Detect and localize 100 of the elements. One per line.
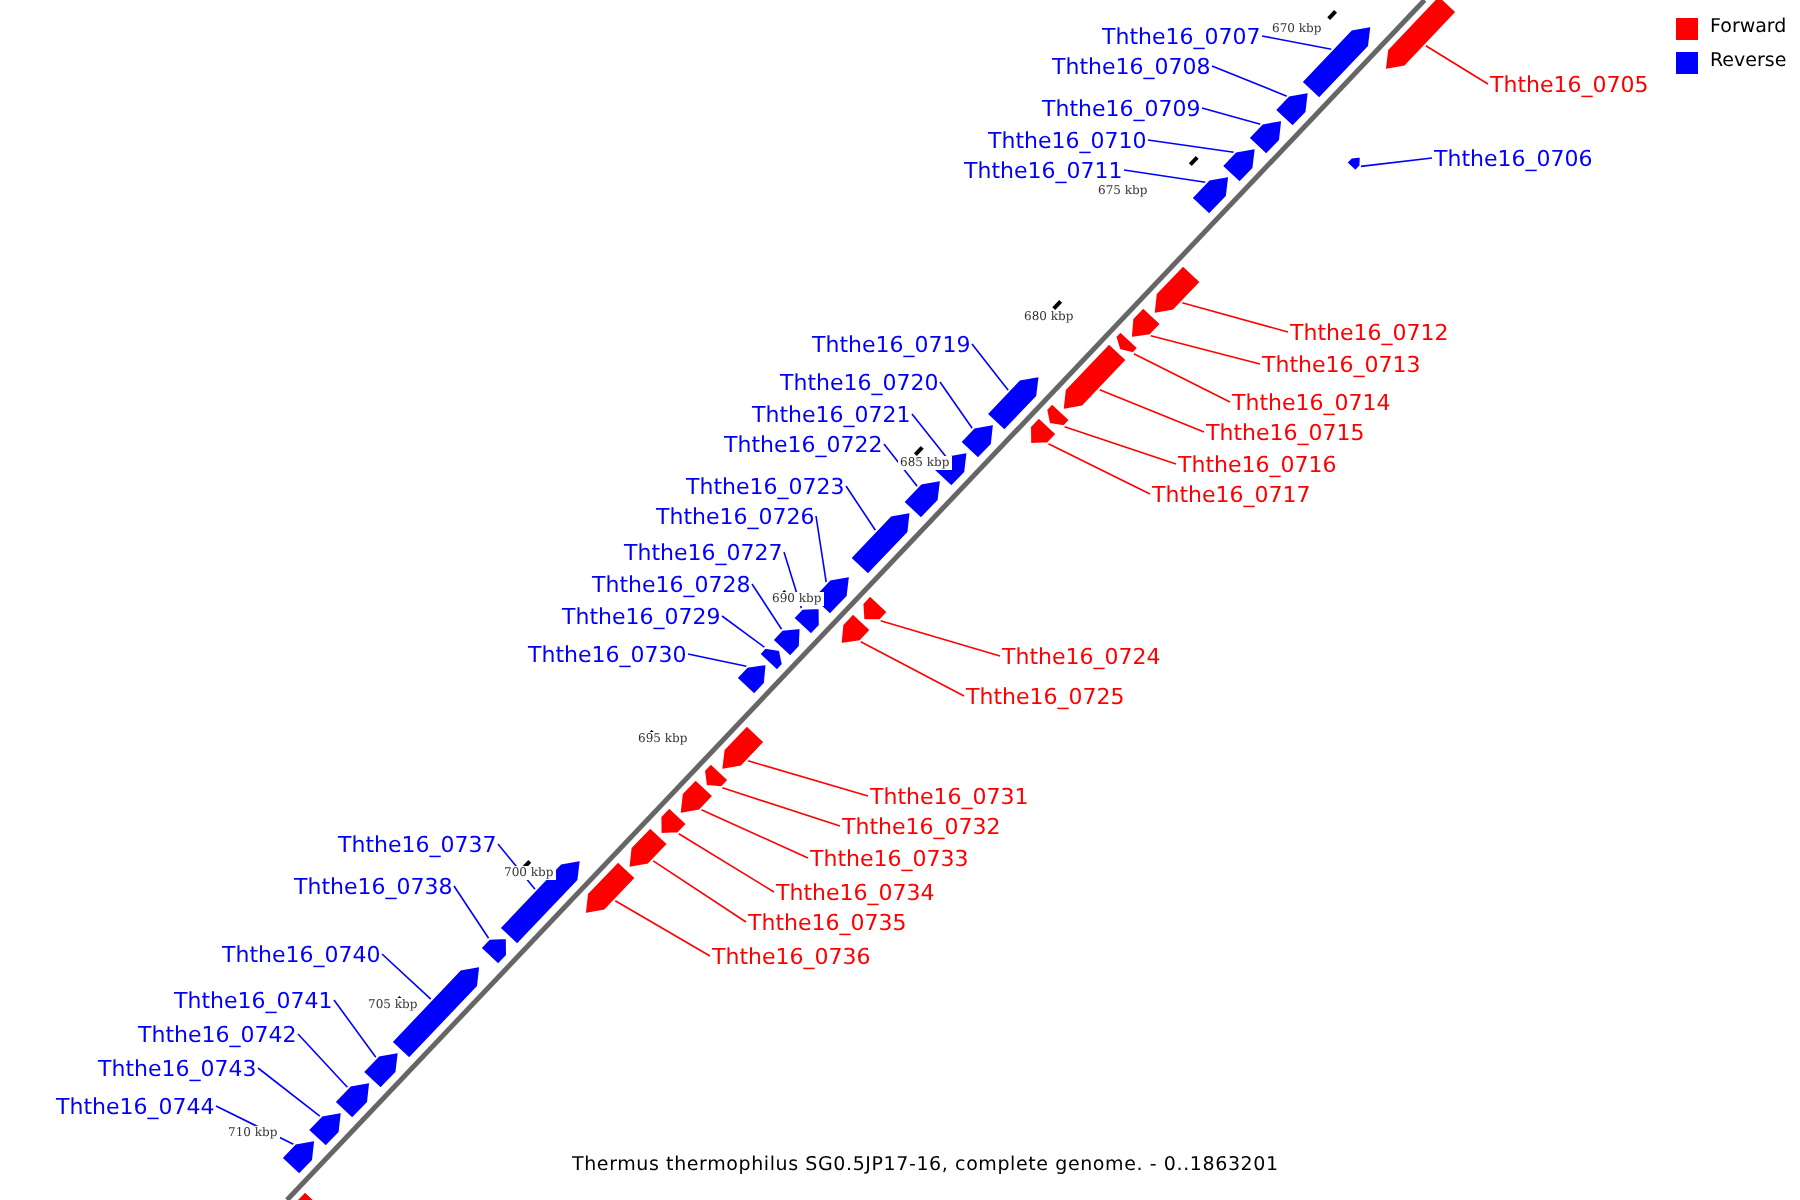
leader-line <box>971 343 1009 391</box>
gene-block <box>959 423 995 460</box>
leader-line <box>687 653 748 667</box>
gene-block <box>1345 155 1362 172</box>
leader-line <box>879 620 1001 657</box>
gene-block <box>771 627 802 658</box>
leader-line <box>453 885 490 939</box>
leader-line <box>1123 169 1207 183</box>
gene-label: Ththe16_0734 <box>776 879 935 905</box>
gene-label: Ththe16_0741 <box>174 987 333 1013</box>
gene-block <box>659 806 688 835</box>
leader-line <box>1047 443 1151 495</box>
gene-label: Ththe16_0725 <box>966 683 1125 709</box>
leader-line <box>1098 389 1205 433</box>
gene-block <box>839 612 872 645</box>
legend-label: Forward <box>1710 16 1787 38</box>
gene-block <box>280 1139 316 1176</box>
gene-block <box>390 965 481 1060</box>
gene-block <box>792 607 821 636</box>
leader-line <box>845 485 877 531</box>
gene-label: Ththe16_0728 <box>592 571 751 597</box>
leader-line <box>652 860 747 923</box>
gene-block <box>1152 264 1202 315</box>
leader-line <box>1261 35 1333 50</box>
gene-label: Ththe16_0732 <box>842 813 1001 839</box>
leader-line <box>678 833 775 893</box>
gene-block <box>703 762 730 788</box>
gene-label: Ththe16_0729 <box>562 603 721 629</box>
gene-label: Ththe16_0727 <box>624 539 783 565</box>
leader-line <box>911 413 947 457</box>
gene-label: Ththe16_0721 <box>752 401 911 427</box>
gene-block <box>1130 306 1162 339</box>
gene-block <box>1190 175 1230 216</box>
leader-line <box>747 760 869 797</box>
leader-line <box>860 641 965 697</box>
leader-line <box>1201 107 1262 125</box>
gene-block <box>1384 0 1458 71</box>
gene-block <box>1274 91 1310 128</box>
gene-label: Ththe16_0716 <box>1178 451 1337 477</box>
gene-label: Ththe16_0722 <box>724 431 883 457</box>
gene-label: Ththe16_0720 <box>780 369 939 395</box>
leader-line <box>1147 139 1235 153</box>
gene-block <box>758 647 784 672</box>
gene-label: Ththe16_0743 <box>98 1055 257 1081</box>
gene-block <box>1300 25 1373 100</box>
gene-block <box>985 375 1041 432</box>
gene-block <box>1029 416 1058 445</box>
gene-label: Ththe16_0736 <box>712 943 871 969</box>
gene-block <box>1045 402 1071 427</box>
leader-line <box>1211 65 1288 97</box>
gene-block <box>1114 330 1139 354</box>
gene-block <box>849 511 912 576</box>
gene-label: Ththe16_0724 <box>1002 643 1161 669</box>
gene-block <box>362 1051 400 1090</box>
gene-label: Ththe16_0731 <box>870 783 1029 809</box>
gene-label: Ththe16_0711 <box>964 157 1123 183</box>
leader-line <box>721 615 766 648</box>
gene-label: Ththe16_0715 <box>1206 419 1365 445</box>
gene-block <box>1221 147 1257 184</box>
gene-label: Ththe16_0733 <box>810 845 969 871</box>
gene-label: Ththe16_0744 <box>56 1093 215 1119</box>
leader-line <box>1063 426 1177 465</box>
leader-line <box>700 809 809 859</box>
gene-block <box>627 826 669 869</box>
gene-block <box>861 594 889 621</box>
leader-line <box>1133 353 1231 403</box>
leader-line <box>939 381 973 429</box>
gene-block <box>735 663 768 696</box>
gene-label: Ththe16_0726 <box>656 503 815 529</box>
gene-label: Ththe16_0713 <box>1262 351 1421 377</box>
gene-label: Ththe16_0738 <box>294 873 453 899</box>
leader-line <box>1181 302 1289 333</box>
gene-label: Ththe16_0717 <box>1152 481 1311 507</box>
gene-block <box>333 1081 371 1120</box>
gene-block <box>479 937 508 966</box>
gene-label: Ththe16_0709 <box>1042 95 1201 121</box>
leader-line <box>751 583 783 630</box>
gene-label: Ththe16_0712 <box>1290 319 1449 345</box>
leader-line <box>815 515 827 583</box>
gene-block <box>307 1111 343 1148</box>
leader-line <box>614 900 711 957</box>
gene-label: Ththe16_0742 <box>138 1021 297 1047</box>
leader-line <box>297 1033 349 1088</box>
gene-label: Ththe16_0705 <box>1490 71 1649 97</box>
gene-label: Ththe16_0710 <box>988 127 1147 153</box>
gene-label: Ththe16_0730 <box>528 641 687 667</box>
gene-block <box>720 724 766 771</box>
gene-label: Ththe16_0737 <box>338 831 497 857</box>
gene-block <box>1247 119 1283 156</box>
gene-block <box>498 859 582 946</box>
leader-line <box>721 787 841 827</box>
leader-line <box>1360 157 1433 168</box>
gene-block <box>1061 342 1128 411</box>
gene-label: Ththe16_0714 <box>1232 389 1391 415</box>
leader-line <box>257 1067 321 1117</box>
caption: Thermus thermophilus SG0.5JP17-16, complete genome. - 0..1863201 <box>572 1154 1279 1176</box>
legend-label: Reverse <box>1710 50 1787 72</box>
gene-label: Ththe16_0707 <box>1102 23 1261 49</box>
leader-line <box>1150 335 1261 365</box>
gene-block <box>678 778 715 815</box>
